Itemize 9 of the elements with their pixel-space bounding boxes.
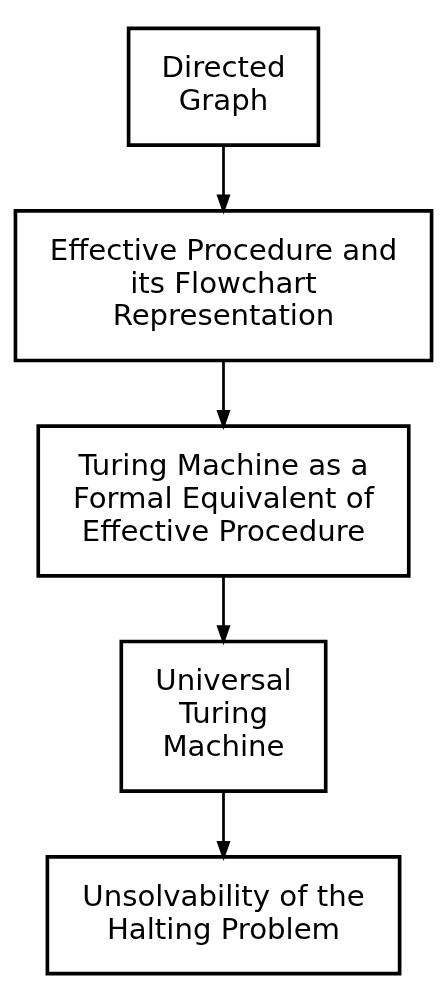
node-box: Directed Graph [126, 26, 321, 147]
node-box: Turing Machine as a Formal Equivalent of Effective Procedure [36, 424, 411, 578]
arrow [216, 145, 231, 215]
arrow [216, 791, 231, 862]
node-box: Unsolvability of the Halting Problem [45, 855, 402, 976]
node-box: Effective Procedure and its Flowchart Representation [13, 209, 434, 363]
arrow [216, 576, 231, 646]
node-box: Universal Turing Machine [119, 639, 328, 793]
arrow [216, 360, 231, 430]
